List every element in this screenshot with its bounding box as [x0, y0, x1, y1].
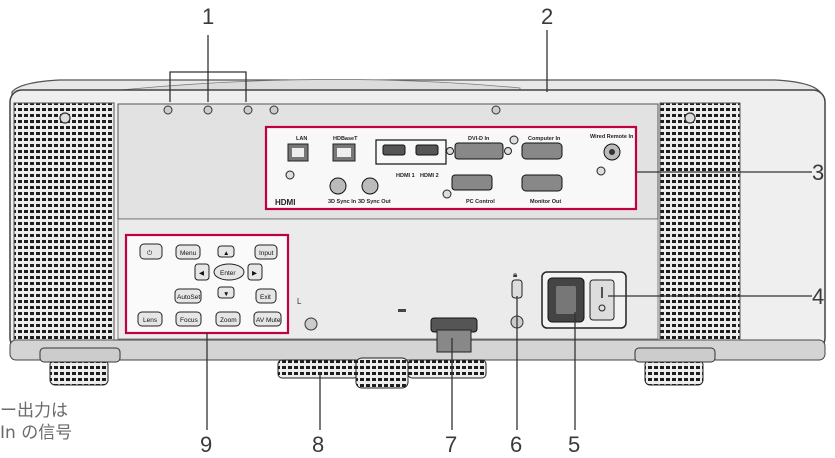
menu-button[interactable] — [175, 244, 201, 260]
right-arrow-icon: ▶ — [252, 270, 258, 277]
3d-sync-out-port[interactable] — [361, 177, 379, 195]
svg-text:L: L — [297, 297, 302, 306]
left-foot — [49, 359, 109, 386]
lan-label: LAN — [296, 136, 307, 142]
callout-5: 5 — [568, 432, 580, 457]
hdmi2-port[interactable] — [415, 144, 439, 156]
down-button[interactable] — [217, 286, 235, 299]
lens-button-label: Lens — [143, 317, 158, 324]
hdmi1-label: HDMI 1 — [396, 173, 415, 179]
right-button[interactable] — [247, 263, 263, 281]
exit-button[interactable] — [255, 288, 277, 304]
up-arrow-icon: ▲ — [223, 250, 229, 257]
3d-sync-in-port[interactable] — [329, 177, 347, 195]
enter-button-label: Enter — [220, 270, 236, 277]
input-button[interactable] — [254, 244, 278, 260]
hdmi2-label: HDMI 2 — [420, 173, 439, 179]
hdbaset-label: HDBaseT — [333, 136, 358, 142]
center-adjustable-foot — [355, 357, 409, 389]
lock-icon: 🔒︎ — [513, 270, 517, 279]
zoom-button[interactable] — [215, 311, 241, 327]
zoom-button-label: Zoom — [220, 317, 237, 324]
left-vent-grille — [13, 102, 115, 341]
autoset-button-label: AutoSet — [177, 294, 200, 301]
callout-8: 8 — [312, 432, 324, 457]
security-lock-slot — [511, 279, 523, 299]
pc-control-label: PC Control — [466, 199, 495, 205]
focus-button-label: Focus — [180, 317, 198, 324]
computer-in-label: Computer In — [528, 136, 561, 142]
autoset-button[interactable] — [174, 288, 202, 304]
down-arrow-icon: ▼ — [223, 291, 229, 298]
right-foot — [644, 359, 704, 386]
lens-button[interactable] — [137, 311, 163, 327]
dvi-port[interactable] — [454, 142, 504, 160]
dvi-label: DVI-D In — [468, 136, 490, 142]
side-caption-line-1: ー出力は — [0, 401, 68, 421]
side-caption-line-2: In の信号 — [0, 423, 73, 443]
pc-control-port[interactable] — [451, 174, 493, 191]
computer-in-port[interactable] — [521, 142, 563, 160]
power-icon: ⏻ — [147, 250, 152, 257]
menu-button-label: Menu — [180, 250, 197, 257]
left-arrow-icon: ◀ — [199, 270, 205, 277]
power-button[interactable] — [139, 243, 163, 260]
3d-sync-out-label: 3D Sync Out — [358, 199, 391, 205]
hdmi-logo: HDMI — [275, 198, 295, 207]
up-button[interactable] — [217, 245, 235, 258]
enter-button[interactable] — [213, 263, 245, 281]
callout-3: 3 — [812, 160, 824, 185]
input-button-label: Input — [259, 250, 274, 257]
monitor-out-port[interactable] — [521, 174, 563, 192]
exit-button-label: Exit — [260, 294, 271, 301]
center-foot-left — [277, 359, 359, 379]
leader-lines — [169, 30, 812, 430]
callout-6: 6 — [510, 432, 522, 457]
focus-button[interactable] — [175, 311, 202, 327]
av-mute-button-label: AV Mute — [256, 317, 281, 324]
monitor-out-label: Monitor Out — [530, 199, 561, 205]
io-terminal-board — [264, 125, 638, 211]
left-button[interactable] — [194, 263, 210, 281]
3d-sync-in-label: 3D Sync In — [328, 199, 357, 205]
hdmi1-port[interactable] — [382, 144, 406, 156]
av-mute-button[interactable] — [253, 311, 282, 327]
callout-2: 2 — [541, 4, 553, 29]
center-foot-right — [407, 359, 487, 379]
wired-remote-label: Wired Remote In — [590, 134, 634, 140]
main-power-switch[interactable] — [589, 279, 615, 321]
callout-4: 4 — [812, 284, 824, 309]
right-vent-grille — [659, 102, 741, 341]
callout-9: 9 — [200, 432, 212, 457]
callout-1: 1 — [202, 4, 214, 29]
callout-7: 7 — [445, 432, 457, 457]
